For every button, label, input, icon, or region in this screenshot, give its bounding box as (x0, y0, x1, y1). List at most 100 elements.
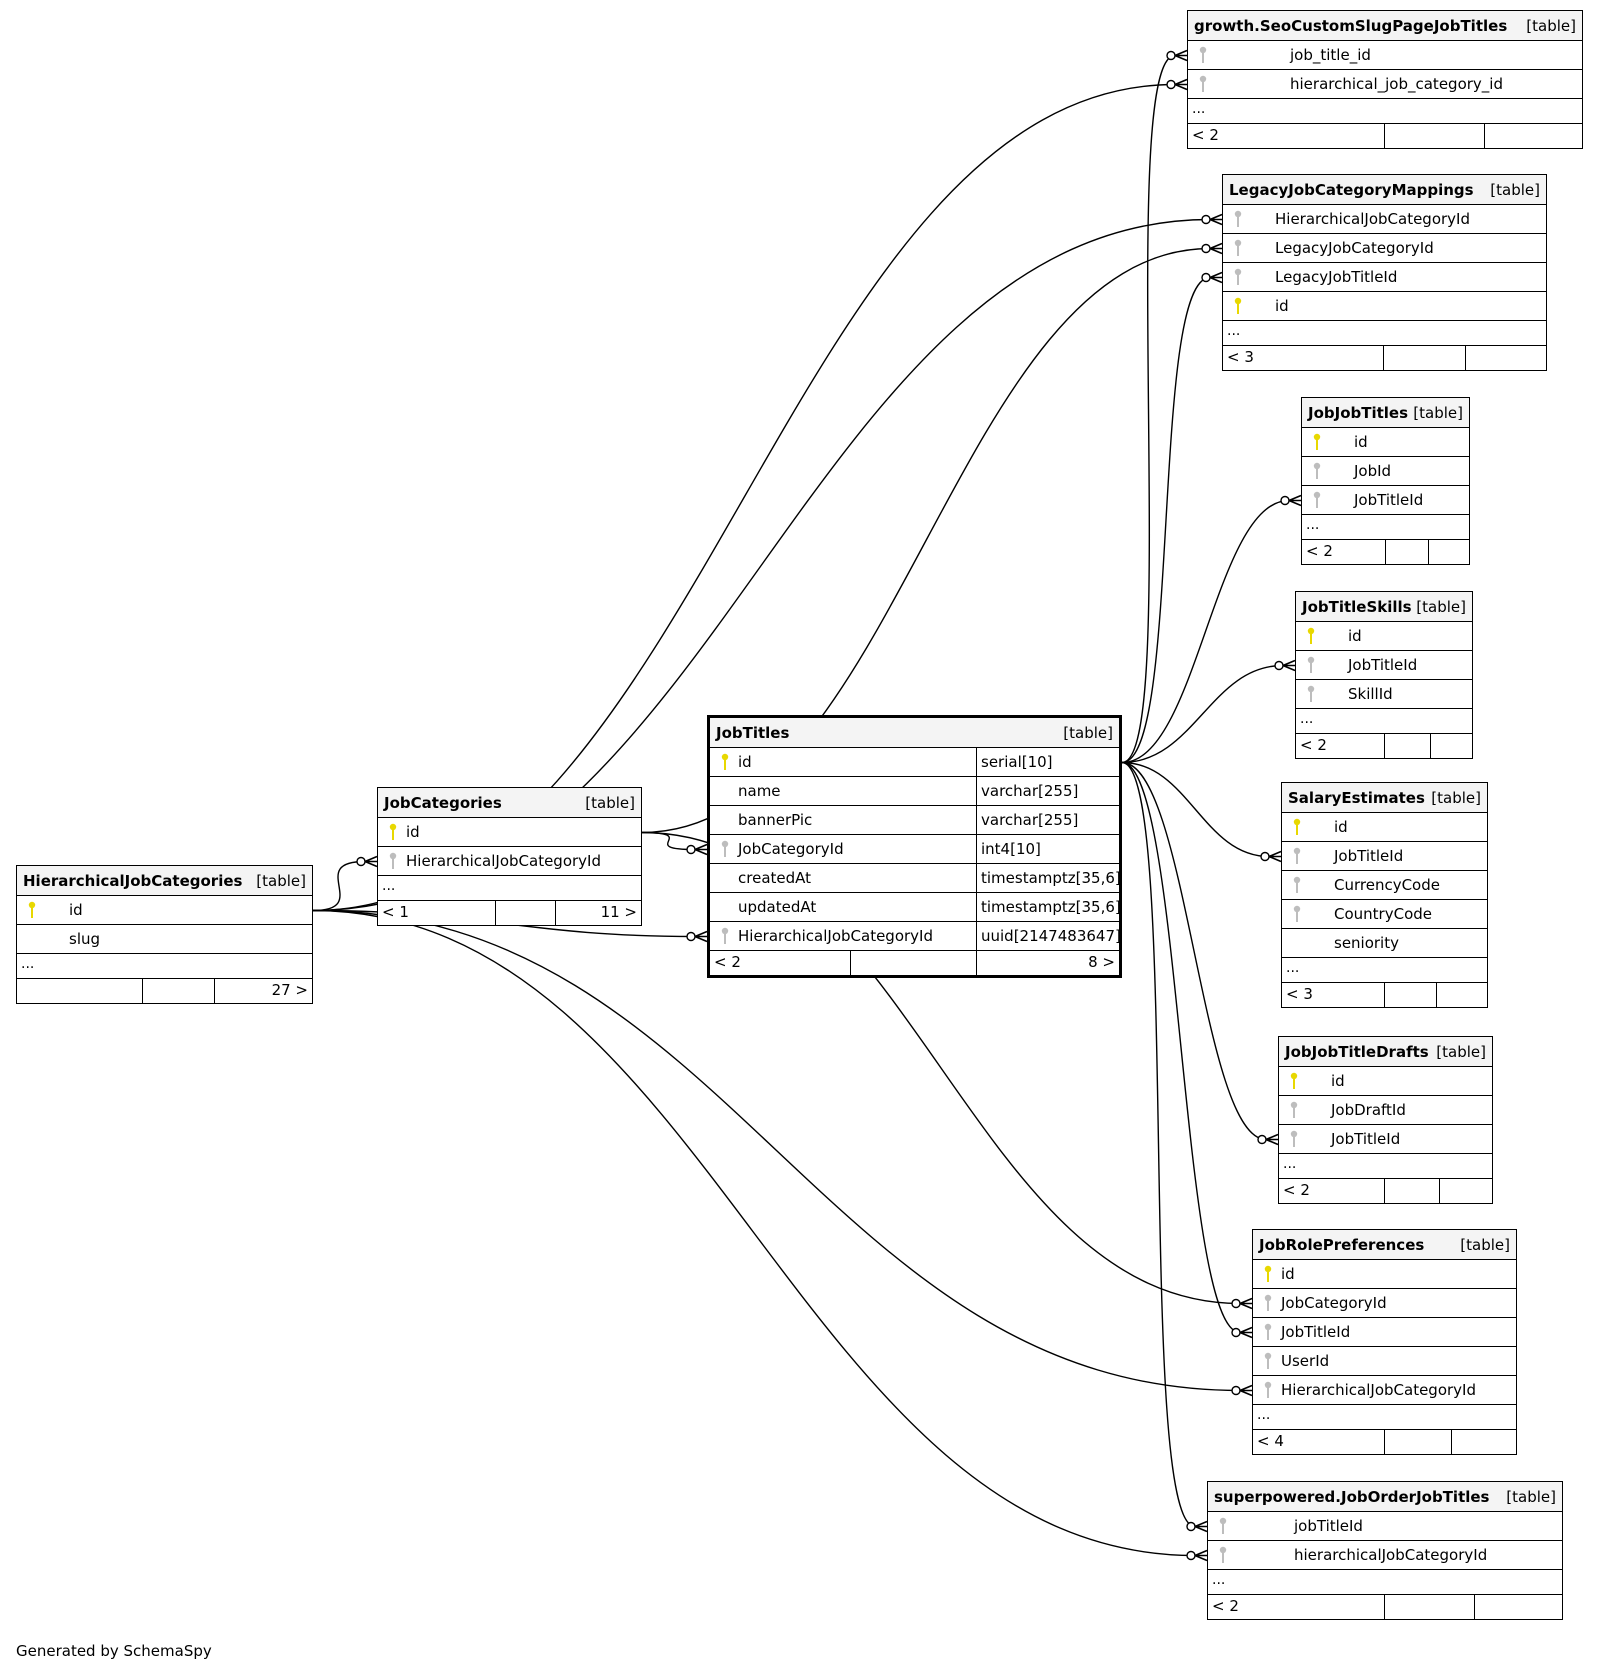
table-name: JobRolePreferences (1259, 1235, 1425, 1254)
children-count[interactable]: 11 > (555, 901, 641, 925)
parents-count[interactable]: < 2 (714, 953, 741, 971)
column-row-legacyjobcategoryid[interactable]: LegacyJobCategoryId (1223, 234, 1546, 263)
parents-count[interactable]: < 2 (1306, 542, 1333, 560)
table-footer: 27 > (17, 979, 312, 1003)
column-row-jobcategoryid[interactable]: JobCategoryId (1253, 1289, 1516, 1318)
foreign-key-icon (1290, 847, 1304, 865)
children-count[interactable] (1430, 734, 1472, 758)
column-row-jobtitleid[interactable]: JobTitleId (1296, 651, 1472, 680)
table-header: JobTitleSkills [table] (1296, 592, 1472, 622)
table-growth-seocustomslugpagejobtitles[interactable]: growth.SeoCustomSlugPageJobTitles [table… (1187, 10, 1583, 149)
column-row-job-title-id[interactable]: job_title_id (1188, 41, 1582, 70)
parents-count[interactable]: < 2 (1212, 1597, 1239, 1615)
column-row-id[interactable]: id (1296, 622, 1472, 651)
column-row-id[interactable]: id (1279, 1067, 1492, 1096)
column-row-jobtitleid[interactable]: JobTitleId (1279, 1125, 1492, 1154)
table-kind: [table] (1506, 1487, 1556, 1506)
column-row-id[interactable]: id (1223, 292, 1546, 321)
children-count[interactable] (1439, 1179, 1492, 1203)
column-name: HierarchicalJobCategoryId (1275, 210, 1470, 228)
optional-circle-marker (1274, 660, 1284, 671)
table-kind: [table] (256, 871, 306, 890)
children-count[interactable] (1465, 346, 1546, 370)
columns-count (1384, 1179, 1439, 1203)
column-row-hierarchicaljobcategoryid[interactable]: HierarchicalJobCategoryId (1253, 1376, 1516, 1405)
crows-foot-many-marker (1209, 242, 1223, 255)
column-row-seniority[interactable]: seniority (1282, 929, 1487, 958)
column-row-jobdraftid[interactable]: JobDraftId (1279, 1096, 1492, 1125)
children-count[interactable] (1484, 124, 1582, 148)
parents-count[interactable]: < 1 (382, 903, 409, 921)
parents-count[interactable] (17, 979, 142, 1003)
relationship-edge (641, 831, 696, 851)
column-row-id[interactable]: id (1282, 813, 1487, 842)
column-row-userid[interactable]: UserId (1253, 1347, 1516, 1376)
foreign-key-icon (1290, 905, 1304, 923)
column-row-jobtitleid[interactable]: JobTitleId (1302, 486, 1469, 515)
column-row-currencycode[interactable]: CurrencyCode (1282, 871, 1487, 900)
children-count[interactable]: 27 > (214, 979, 312, 1003)
column-row-countrycode[interactable]: CountryCode (1282, 900, 1487, 929)
column-row-jobid[interactable]: JobId (1302, 457, 1469, 486)
column-name: JobTitleId (1281, 1323, 1351, 1341)
column-row-hierarchical-job-category-id[interactable]: hierarchical_job_category_id (1188, 70, 1582, 99)
foreign-key-icon (1290, 876, 1304, 894)
column-row-jobtitleid[interactable]: JobTitleId (1282, 842, 1487, 871)
children-count[interactable]: 8 > (976, 951, 1119, 975)
parents-count[interactable]: < 3 (1227, 348, 1254, 366)
column-type: timestamptz[35,6] (976, 864, 1121, 892)
column-row-jobtitleid[interactable]: jobTitleId (1208, 1512, 1562, 1541)
parents-count[interactable]: < 3 (1286, 985, 1313, 1003)
foreign-key-icon (718, 840, 732, 858)
column-row-legacyjobtitleid[interactable]: LegacyJobTitleId (1223, 263, 1546, 292)
parents-count[interactable]: < 2 (1283, 1181, 1310, 1199)
column-row-hierarchicaljobcategoryid[interactable]: hierarchicalJobCategoryId (1208, 1541, 1562, 1570)
parents-count[interactable]: < 4 (1257, 1432, 1284, 1450)
table-superpowered-joborderjobtitles[interactable]: superpowered.JobOrderJobTitles [table] j… (1207, 1481, 1563, 1620)
children-count[interactable] (1451, 1430, 1516, 1454)
column-name: id (1281, 1265, 1295, 1283)
parents-count[interactable]: < 2 (1300, 736, 1327, 754)
column-row-id[interactable]: id (1253, 1260, 1516, 1289)
column-row-jobtitleid[interactable]: JobTitleId (1253, 1318, 1516, 1347)
more-columns: ... (1208, 1570, 1562, 1595)
table-footer: < 4 (1253, 1430, 1516, 1454)
children-count[interactable] (1428, 540, 1469, 564)
column-name: SkillId (1348, 685, 1393, 703)
foreign-key-icon (718, 927, 732, 945)
column-row-skillid[interactable]: SkillId (1296, 680, 1472, 709)
parents-count[interactable]: < 2 (1192, 126, 1219, 144)
column-name: id (69, 901, 83, 919)
more-columns: ... (1282, 958, 1487, 983)
table-name: JobTitles (716, 723, 790, 742)
table-legacyjobcategorymappings[interactable]: LegacyJobCategoryMappings [table] Hierar… (1222, 174, 1547, 371)
column-row-hierarchicaljobcategoryid[interactable]: HierarchicalJobCategoryId (378, 847, 641, 876)
children-count[interactable] (1474, 1595, 1562, 1619)
column-row-id[interactable]: id (378, 818, 641, 847)
column-name: JobId (1354, 462, 1392, 480)
crows-foot-many-marker (1194, 1549, 1208, 1562)
column-row-hierarchicaljobcategoryid[interactable]: HierarchicalJobCategoryId (1223, 205, 1546, 234)
column-row-id[interactable]: id (1302, 428, 1469, 457)
column-name: HierarchicalJobCategoryId (1281, 1381, 1476, 1399)
children-count[interactable] (1436, 983, 1487, 1007)
column-name: id (738, 753, 752, 771)
column-row-id[interactable]: id (17, 896, 312, 925)
foreign-key-icon (1310, 491, 1324, 509)
column-row-slug[interactable]: slug (17, 925, 312, 954)
